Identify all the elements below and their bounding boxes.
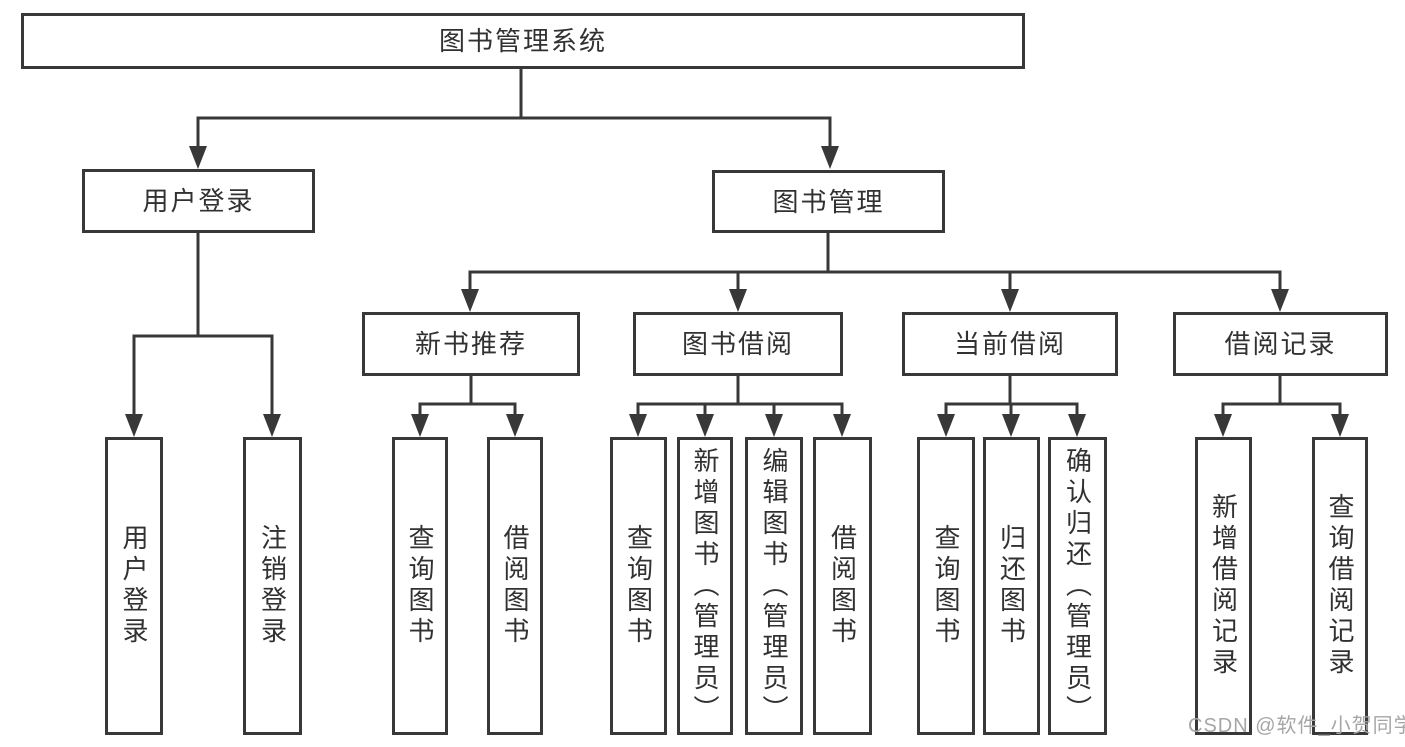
leaf-add-book-admin: 新增图书（管理员） [677, 437, 733, 735]
node-book-borrow: 图书借阅 [633, 312, 843, 376]
leaf-user-login: 用户登录 [105, 437, 163, 735]
node-new-book-recommend: 新书推荐 [362, 312, 580, 376]
node-book-management: 图书管理 [712, 170, 945, 233]
leaf-add-borrow-record: 新增借阅记录 [1195, 437, 1252, 735]
leaf-query-books-recommend: 查询图书 [392, 437, 448, 735]
leaf-query-books-current: 查询图书 [917, 437, 975, 735]
leaf-borrow-books-recommend: 借阅图书 [487, 437, 543, 735]
node-borrow-record: 借阅记录 [1173, 312, 1388, 376]
leaf-edit-book-admin: 编辑图书（管理员） [745, 437, 803, 735]
watermark: CSDN @软件_小贺同学 [1188, 715, 1405, 737]
leaf-confirm-return-admin: 确认归还（管理员） [1048, 437, 1107, 735]
node-user-login: 用户登录 [82, 169, 315, 233]
leaf-query-books-borrow: 查询图书 [610, 437, 667, 735]
node-library-management-system: 图书管理系统 [21, 13, 1025, 69]
leaf-query-borrow-record: 查询借阅记录 [1312, 437, 1368, 735]
leaf-borrow-books: 借阅图书 [813, 437, 872, 735]
node-current-borrow: 当前借阅 [902, 312, 1118, 376]
leaf-logout: 注销登录 [243, 437, 302, 735]
leaf-return-book: 归还图书 [983, 437, 1040, 735]
